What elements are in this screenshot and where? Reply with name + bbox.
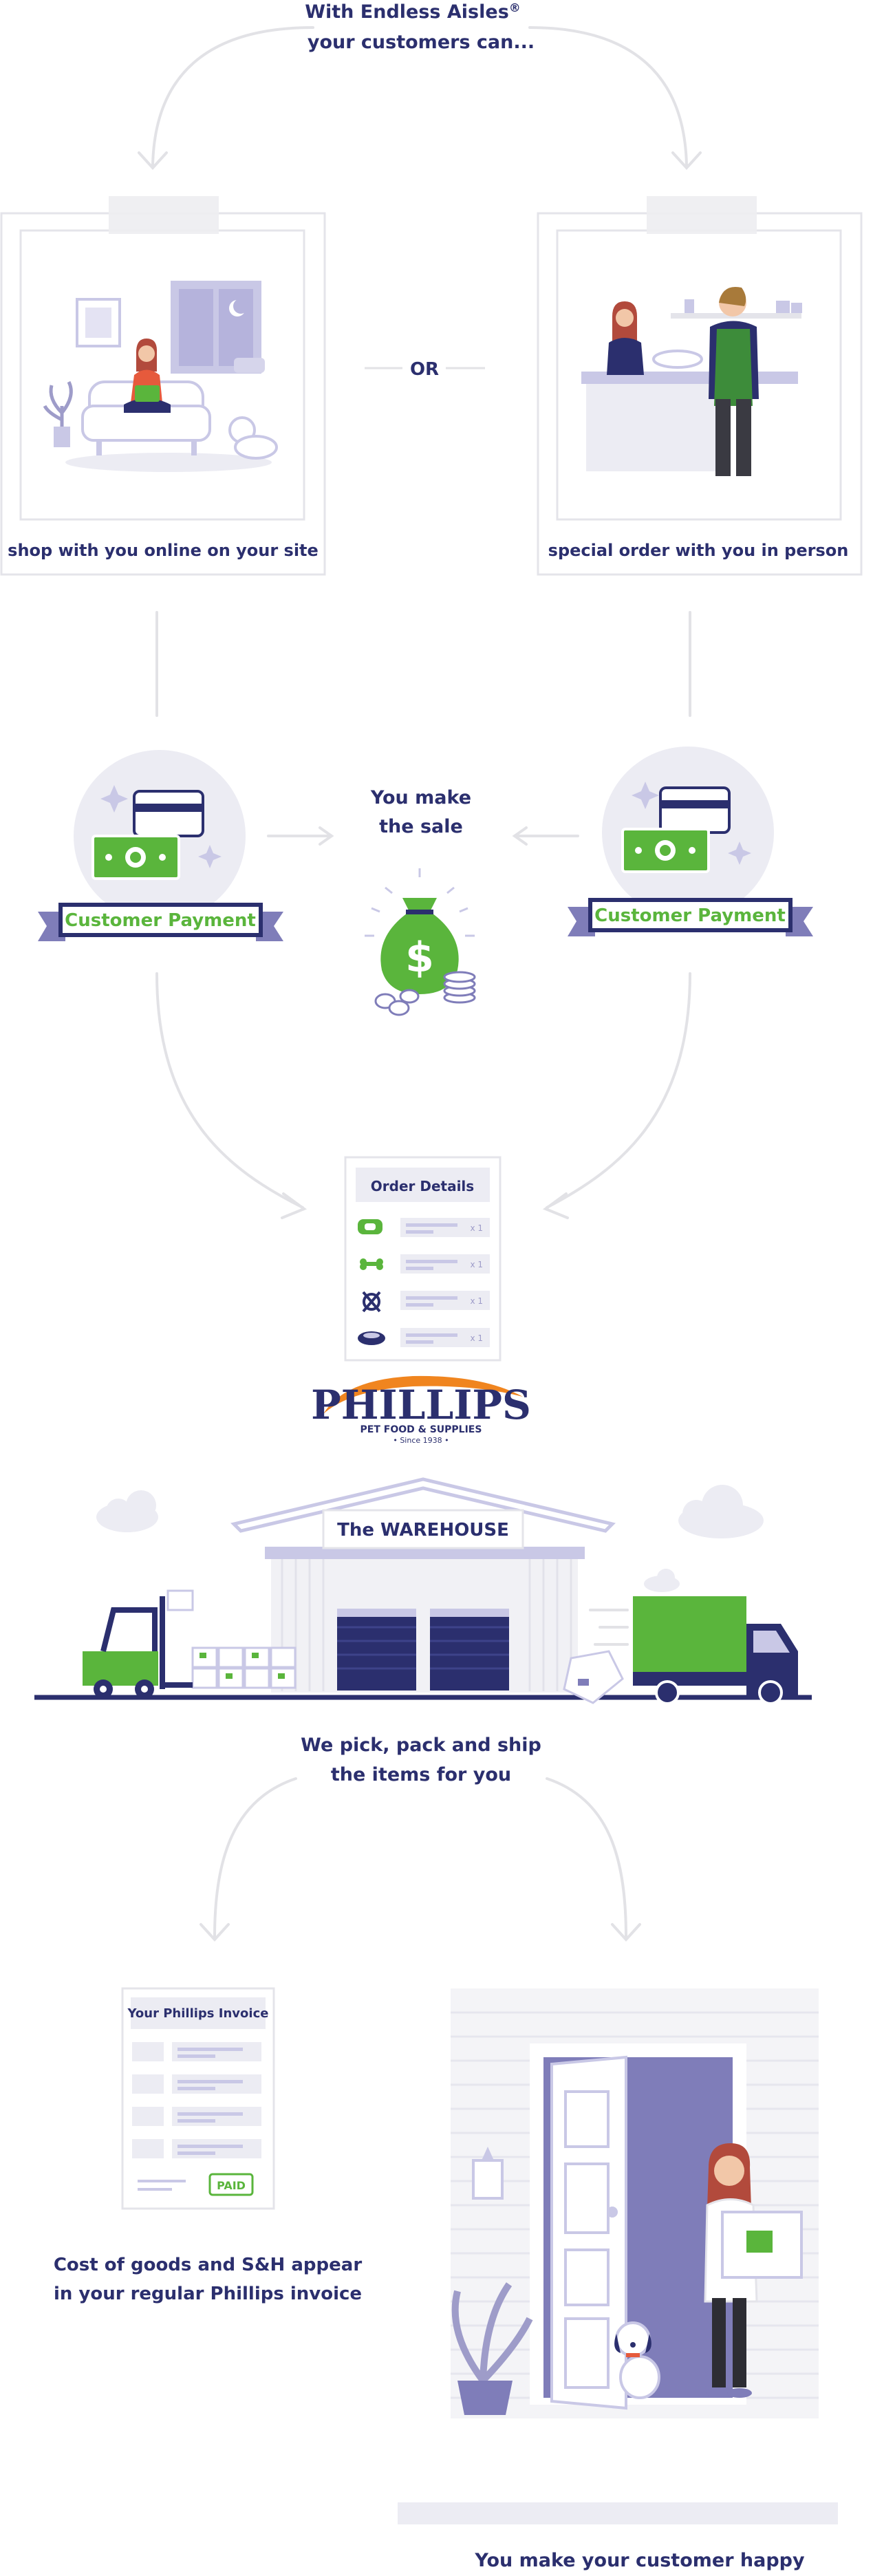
left-customer-payment: Customer Payment	[38, 750, 283, 941]
pet-toy-icon	[362, 1291, 381, 1313]
brand-name: PHILLIPS	[311, 1382, 531, 1428]
invoice-title: Your Phillips Invoice	[127, 2006, 269, 2021]
cloud-icon	[644, 1569, 680, 1592]
in-person-caption: special order with you in person	[548, 541, 849, 560]
order-item-row: x 1	[362, 1291, 490, 1313]
warehouse-door	[337, 1609, 416, 1690]
money-bag-icon: $	[365, 868, 476, 1016]
forklift-icon	[83, 1589, 194, 1699]
cloud-icon	[678, 1485, 764, 1538]
credit-card-icon	[659, 786, 731, 834]
paid-stamp: PAID	[208, 2173, 254, 2196]
tape-strip	[109, 196, 219, 234]
pet-bowl-icon	[358, 1331, 385, 1345]
intro-arrows	[138, 26, 702, 170]
pallet-boxes	[191, 1646, 297, 1689]
warehouse-scene: The WAREHOUSE	[34, 1477, 812, 1705]
in-person-order-panel: special order with you in person	[537, 196, 863, 576]
potted-plant-icon	[451, 2282, 533, 2415]
or-label: OR	[410, 359, 439, 380]
brand-tagline: PET FOOD & SUPPLIES	[360, 1424, 482, 1435]
sale-line-1: You make	[370, 787, 471, 808]
delivery-caption: You make your customer happy	[474, 2550, 805, 2571]
svg-text:$: $	[405, 934, 434, 982]
credit-card-icon	[133, 790, 204, 837]
dog-bone-icon	[360, 1258, 383, 1270]
tape-strip	[647, 196, 757, 234]
right-customer-payment: Customer Payment	[568, 747, 813, 936]
order-item-qty: x 1	[470, 1296, 483, 1306]
you-make-the-sale: You make the sale $	[365, 787, 476, 1016]
wall-lantern-icon	[472, 2147, 504, 2200]
order-item-row: x 1	[360, 1254, 490, 1274]
warehouse-door	[430, 1609, 509, 1690]
online-shopping-panel: shop with you online on your site	[0, 196, 326, 576]
dog-icon	[614, 2321, 660, 2399]
right-payment-banner: Customer Payment	[568, 898, 813, 936]
online-caption: shop with you online on your site	[8, 541, 319, 560]
phillips-logo: PHILLIPS PET FOOD & SUPPLIES • Since 193…	[311, 1375, 531, 1445]
sale-line-2: the sale	[379, 816, 463, 837]
left-payment-banner: Customer Payment	[38, 903, 283, 941]
order-flow-curves	[155, 972, 691, 1219]
delivery-truck-icon	[633, 1596, 798, 1705]
order-title: Order Details	[371, 1178, 474, 1194]
order-item-qty: x 1	[470, 1333, 483, 1343]
invoice-caption-line-2: in your regular Phillips invoice	[54, 2284, 362, 2304]
paid-stamp-text: PAID	[217, 2179, 246, 2192]
warehouse-caption-line-2: the items for you	[331, 1764, 511, 1785]
online-shopper-illustration	[43, 281, 278, 472]
cloud-icon	[96, 1490, 158, 1532]
svg-text:With Endless Aisles®: With Endless Aisles®	[305, 1, 521, 23]
cash-bill-icon	[621, 828, 710, 873]
intro-line-1: With Endless Aisles	[305, 1, 509, 23]
order-item-row: x 1	[358, 1218, 490, 1237]
store-counter-illustration	[581, 286, 802, 476]
order-item-qty: x 1	[470, 1223, 483, 1233]
trademark-symbol: ®	[509, 1, 521, 15]
ship-flow-curves	[200, 1777, 641, 1942]
shipping-box-icon	[563, 1650, 624, 1704]
order-details-card: Order Details x 1 x 1	[344, 1156, 502, 1362]
cash-bill-icon	[91, 835, 180, 880]
intro-line-2: your customers can...	[308, 32, 535, 53]
intro-heading: With Endless Aisles® your customers can.…	[305, 1, 535, 53]
order-item-qty: x 1	[470, 1260, 483, 1269]
brand-since: • Since 1938 •	[393, 1436, 449, 1445]
invoice-caption-line-1: Cost of goods and S&H appear	[54, 2255, 362, 2275]
left-banner-text: Customer Payment	[65, 910, 256, 931]
warehouse-caption-line-1: We pick, pack and ship	[301, 1735, 541, 1756]
invoice-caption: Cost of goods and S&H appear in your reg…	[54, 2255, 362, 2304]
sale-arrows	[267, 826, 579, 846]
order-item-row: x 1	[358, 1328, 490, 1347]
customer-with-package	[704, 2143, 803, 2398]
or-divider: OR	[365, 359, 485, 380]
warehouse-sign: The WAREHOUSE	[337, 1520, 509, 1541]
warehouse-caption: We pick, pack and ship the items for you	[301, 1735, 541, 1785]
channel-flow-lines	[155, 611, 691, 717]
invoice-card: Your Phillips Invoice PAID	[121, 1987, 275, 2210]
right-banner-text: Customer Payment	[594, 905, 786, 926]
doorstep-delivery-scene	[398, 1988, 838, 2524]
